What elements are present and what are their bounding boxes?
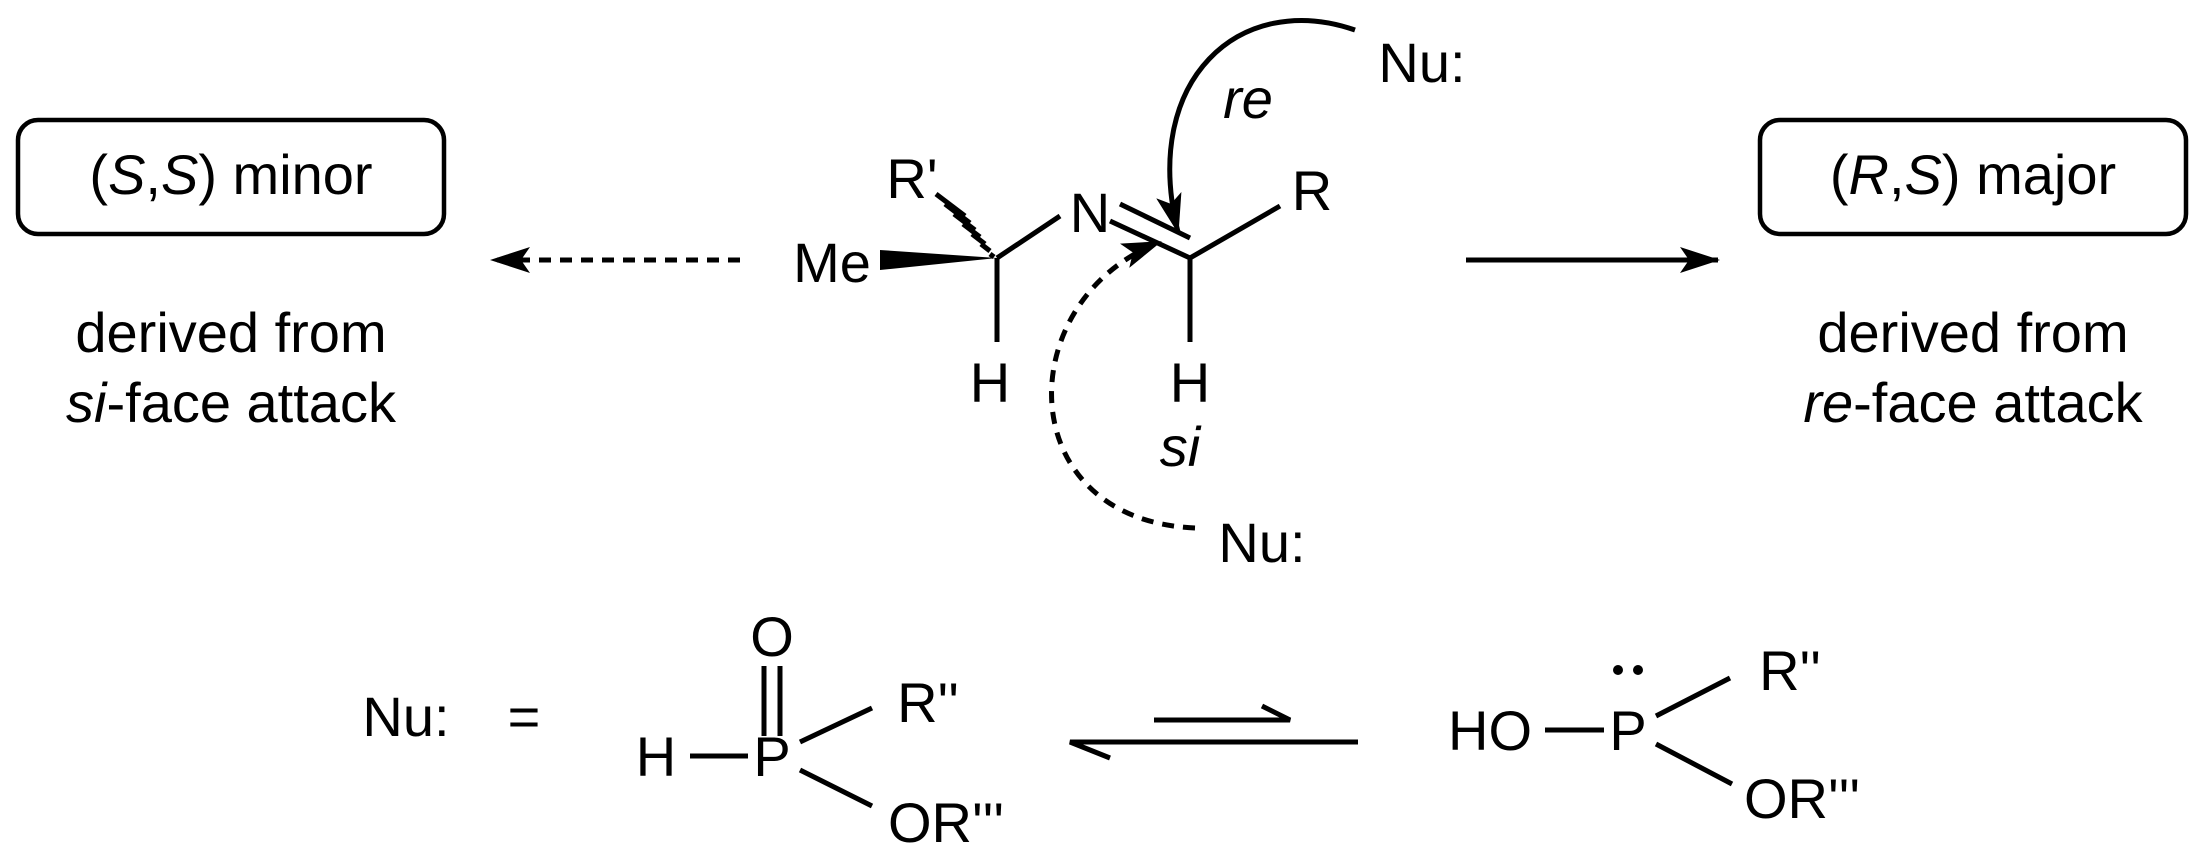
solid-wedge-bond <box>880 250 997 270</box>
phosphonate-or-label: OR''' <box>888 791 1004 854</box>
phosphonite-r-label: R'' <box>1759 639 1821 702</box>
phosphonate-hydrogen-label: H <box>636 725 676 788</box>
re-face-attack: re Nu: <box>1156 18 1466 234</box>
minor-caption-line1: derived from <box>75 301 386 364</box>
r-prime-label: R' <box>886 147 937 210</box>
si-face-attack: si Nu: <box>1049 239 1306 574</box>
nitrogen-label: N <box>1070 181 1110 244</box>
p-r-bond-2 <box>1654 675 1732 719</box>
major-caption-line2: re-face attack <box>1803 371 2143 434</box>
re-face-label: re <box>1223 67 1273 130</box>
equals-sign: = <box>508 685 541 748</box>
major-caption-line1: derived from <box>1817 301 2128 364</box>
p-or-bond-2 <box>1654 741 1734 787</box>
hydrogen-right-label: H <box>1170 351 1210 414</box>
tautomer-equilibrium-arrows <box>1069 703 1358 761</box>
lone-pair-dot-1 <box>1613 665 1623 675</box>
bond-c-r <box>1188 203 1282 261</box>
minor-product-box <box>15 117 447 237</box>
hydrogen-left-label: H <box>970 351 1010 414</box>
lone-pair-dot-2 <box>1633 665 1643 675</box>
nucleophile-symbol: Nu: <box>362 685 449 748</box>
phosphoryl-oxygen-label: O <box>750 605 794 668</box>
h-phosphinate-structure: O H P R'' OR''' <box>636 605 1004 854</box>
phosphonite-phosphorus-label: P <box>1609 699 1646 762</box>
major-product-box <box>1757 117 2189 237</box>
minor-product-label: (S,S) minor <box>89 143 372 206</box>
si-attack-arrow <box>1049 239 1196 531</box>
r-group-label: R <box>1292 159 1332 222</box>
hashed-wedge-bond <box>934 192 996 259</box>
bond-c-n <box>995 213 1062 261</box>
si-face-label: si <box>1160 415 1202 478</box>
phosphonite-hydroxyl-label: HO <box>1448 699 1532 762</box>
p-or-bond <box>798 767 874 809</box>
p-r-bond <box>798 705 874 745</box>
re-attack-arrow <box>1156 18 1356 234</box>
phosphonite-or-label: OR''' <box>1744 767 1860 830</box>
nucleophile-bottom-label: Nu: <box>1218 511 1305 574</box>
phosphonite-structure: HO P R'' OR''' <box>1448 639 1860 830</box>
forward-half-arrow <box>1154 703 1292 723</box>
methyl-label: Me <box>793 231 871 294</box>
major-product-label: (R,S) major <box>1830 143 2116 206</box>
bond-n-c-double-1 <box>1108 218 1192 261</box>
imine-structure: R' Me H N R H <box>793 147 1332 414</box>
nucleophile-top-label: Nu: <box>1378 31 1465 94</box>
phosphonate-r-label: R'' <box>897 671 959 734</box>
phosphonate-phosphorus-label: P <box>753 725 790 788</box>
minor-caption-line2: si-face attack <box>66 371 397 434</box>
reverse-half-arrow <box>1069 739 1358 761</box>
